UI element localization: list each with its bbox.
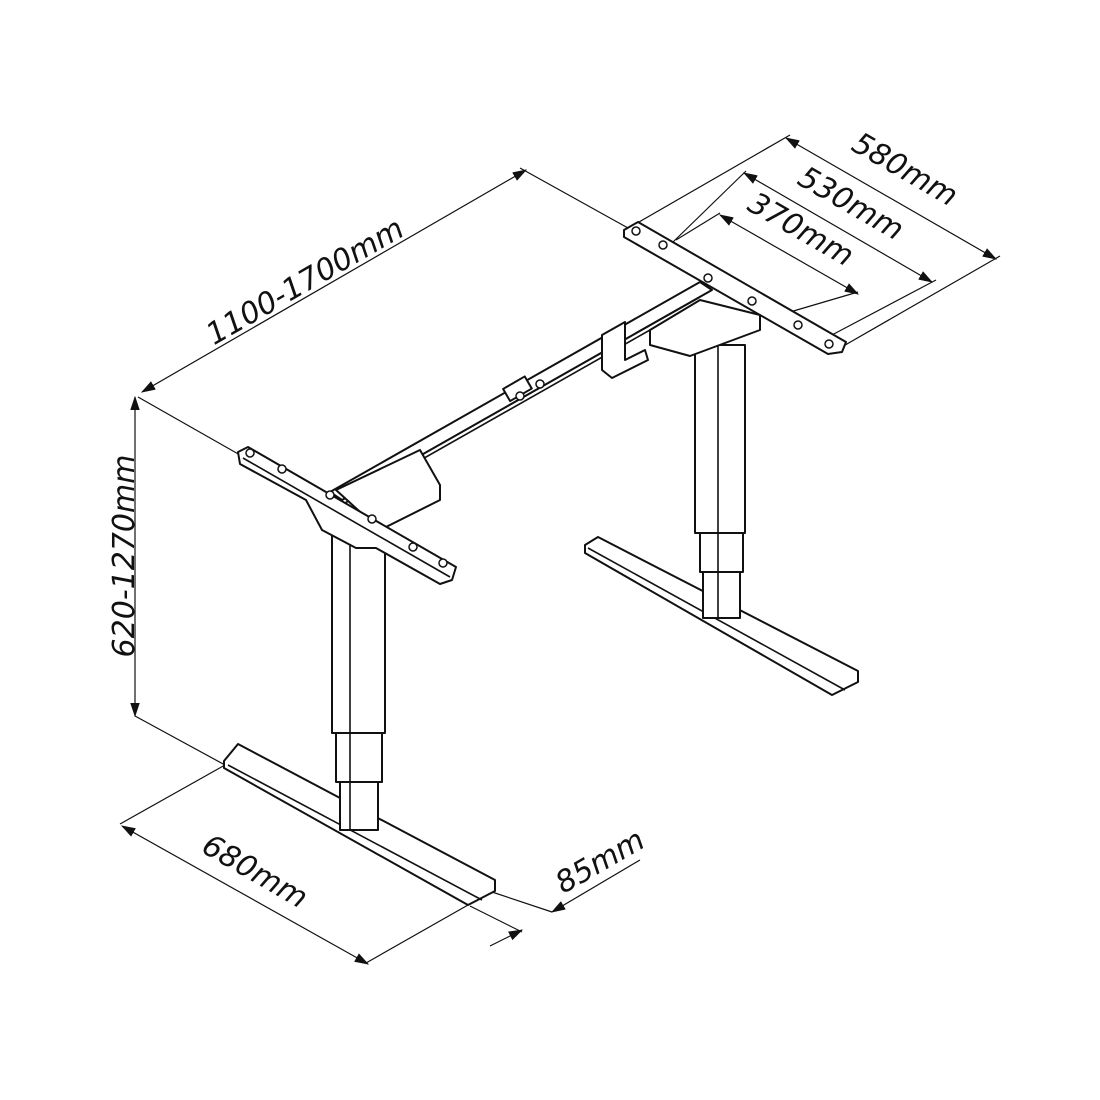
foot-width-label: 85mm: [550, 822, 651, 901]
foot-length-label: 680mm: [196, 828, 314, 916]
width-label: 1100-1700mm: [200, 211, 410, 352]
dimension-width: 1100-1700mm: [137, 167, 629, 456]
left-bracket: [237, 446, 457, 585]
right-top-plate: [623, 221, 847, 357]
height-label: 620-1270mm: [107, 455, 142, 658]
left-leg: [331, 534, 386, 831]
dimension-height: 620-1270mm: [107, 395, 226, 766]
crossbar: [329, 281, 713, 504]
dimension-foot: 680mm 85mm: [119, 764, 651, 965]
right-leg: [694, 344, 746, 619]
